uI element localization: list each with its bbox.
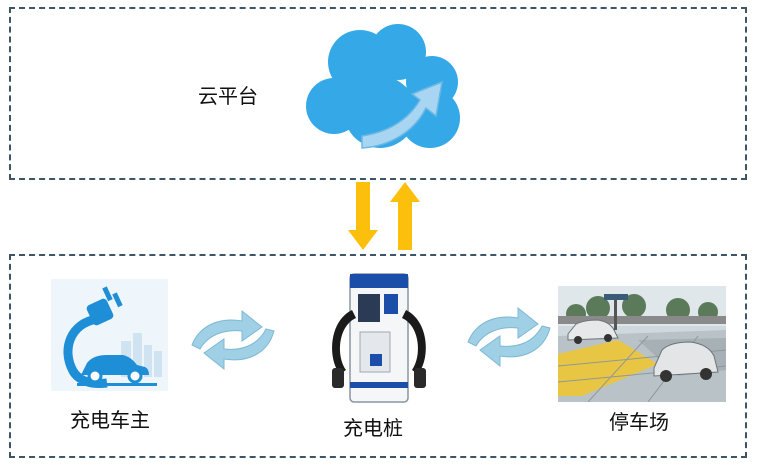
upload-arrow-icon [361, 80, 443, 149]
cloud-platform-panel [9, 7, 747, 180]
charging-network-panel [9, 254, 747, 458]
ev-plug-car-icon [51, 279, 168, 391]
charging-pile-icon [332, 273, 426, 403]
parking-lot-label: 停车场 [609, 410, 669, 434]
cloud-icon [306, 24, 460, 149]
cloud-platform-label: 云平台 [198, 84, 258, 108]
swap-arrows-icon [191, 309, 275, 371]
parking-lot-photo [558, 286, 726, 402]
arrow-up-icon [390, 182, 420, 250]
data-exchange-arrows [348, 182, 420, 250]
ev-owner-label: 充电车主 [70, 408, 150, 432]
swap-arrows-icon [467, 306, 551, 368]
charging-pile-label: 充电桩 [343, 416, 403, 440]
arrow-down-icon [348, 182, 378, 250]
